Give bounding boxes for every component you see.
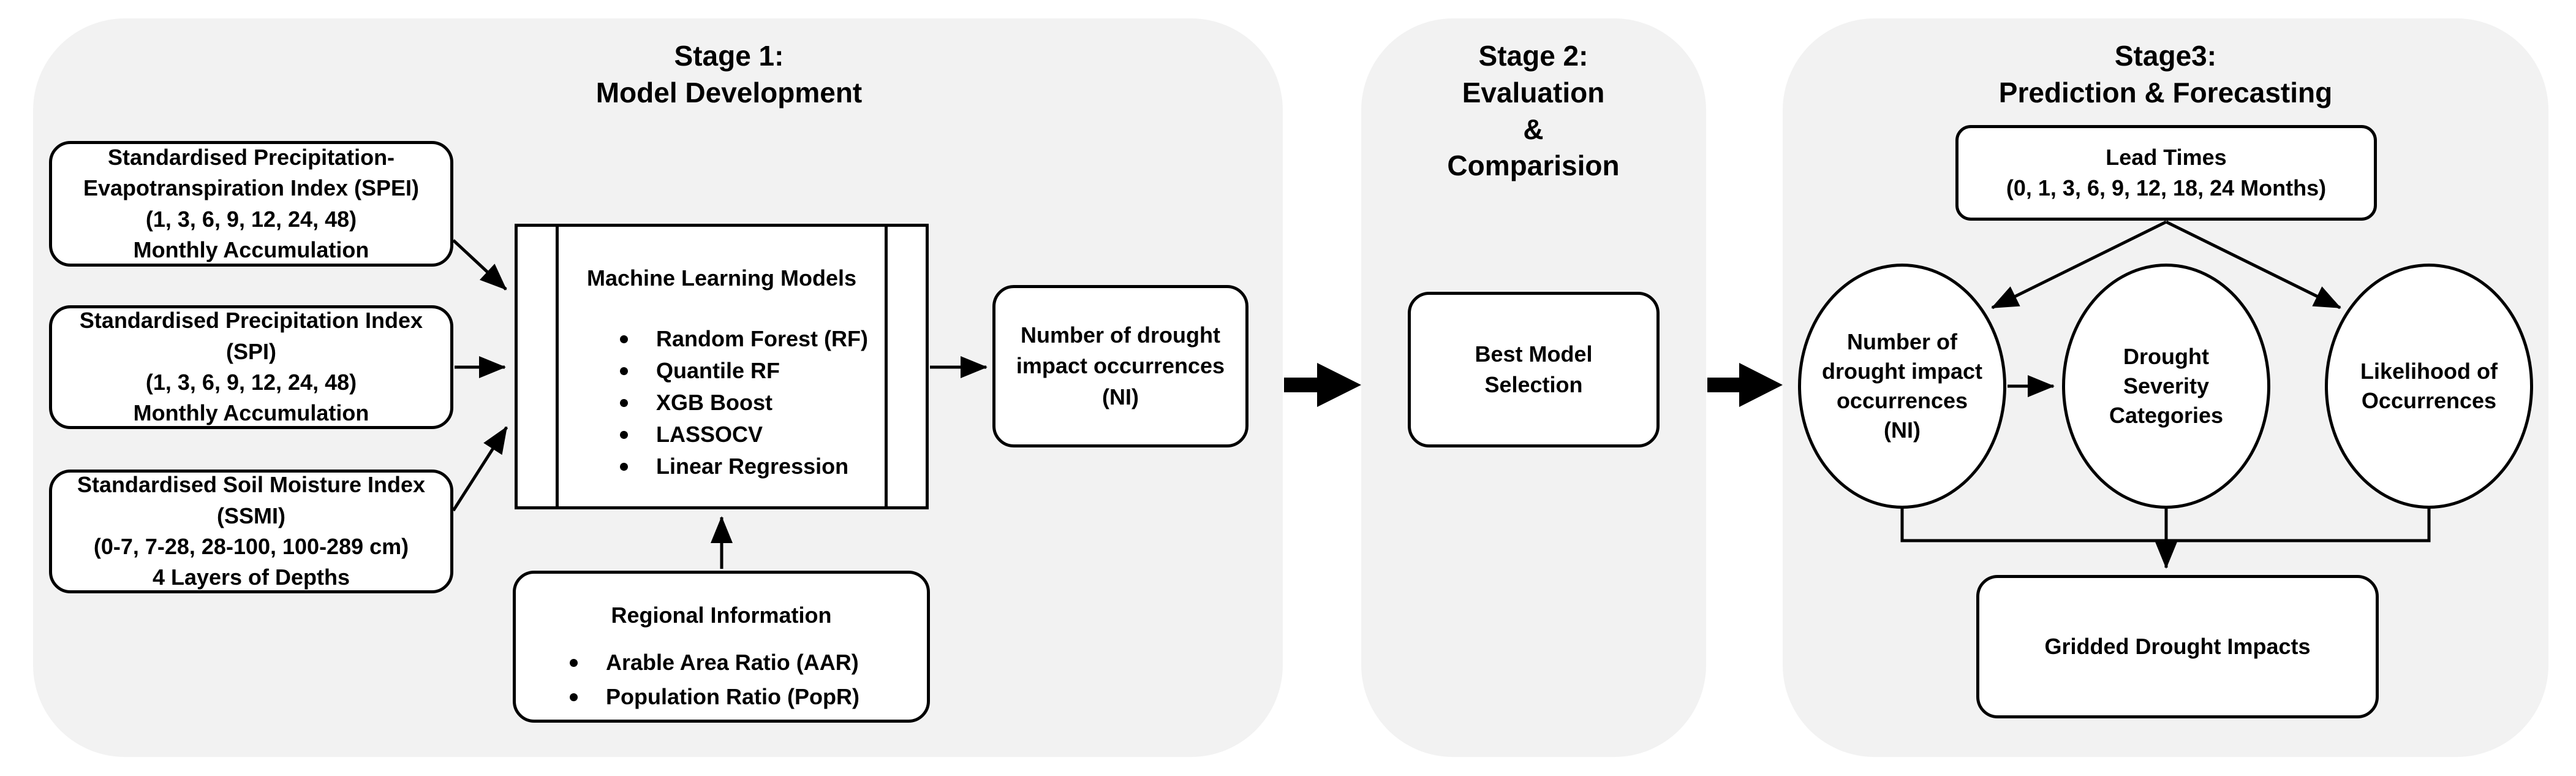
bullet-icon <box>620 398 628 407</box>
spi-line2: (SPI) <box>225 338 276 364</box>
list-item: Population Ratio (PopR) <box>570 680 927 714</box>
bullet-icon <box>570 658 578 667</box>
ni-box-line1: Number of drought <box>1021 322 1220 348</box>
gridded-box-label: Gridded Drought Impacts <box>2044 633 2311 659</box>
stage1-title-line2: Model Development <box>595 76 863 108</box>
stage3-title-line2: Prediction & Forecasting <box>1998 76 2333 108</box>
ni-circle-node: Number of drought impact occurrences (NI… <box>1798 264 2006 509</box>
gridded-drought-impacts-node: Gridded Drought Impacts <box>1976 575 2379 718</box>
ni-circle-line1: Number of <box>1847 329 1957 355</box>
ssmi-line3: (0-7, 7-28, 28-100, 100-289 cm) <box>93 534 409 559</box>
ni-circle-line2: drought impact <box>1822 359 1982 384</box>
spi-input-node: Standardised Precipitation Index (SPI) (… <box>49 305 453 429</box>
bullet-icon <box>620 335 628 343</box>
bullet-icon <box>620 430 628 439</box>
likelihood-circle-line2: Occurrences <box>2361 388 2497 413</box>
arrow-stage1-to-stage2 <box>1284 363 1361 407</box>
regional-item-label: Arable Area Ratio (AAR) <box>606 650 859 675</box>
ml-model-label: Linear Regression <box>656 454 849 479</box>
stage2-title-line4: Comparision <box>1447 150 1620 182</box>
spei-line3: (1, 3, 6, 9, 12, 24, 48) <box>145 206 357 232</box>
ml-box-left-bar <box>556 227 559 506</box>
lead-times-line2: (0, 1, 3, 6, 9, 12, 18, 24 Months) <box>2006 175 2327 200</box>
stage1-title-line1: Stage 1: <box>674 40 784 72</box>
spei-line2: Evapotranspiration Index (SPEI) <box>83 175 420 201</box>
spei-input-node: Standardised Precipitation- Evapotranspi… <box>49 141 453 267</box>
list-item: XGB Boost <box>620 387 885 419</box>
lead-times-line1: Lead Times <box>2106 144 2227 170</box>
stage1-title: Stage 1: Model Development <box>423 38 1035 112</box>
likelihood-circle-line1: Likelihood of <box>2360 359 2498 384</box>
stage3-title-line1: Stage3: <box>2114 40 2217 72</box>
regional-item-label: Population Ratio (PopR) <box>606 684 859 710</box>
severity-circle-line1: Drought <box>2123 344 2209 370</box>
stage2-title-line1: Stage 2: <box>1478 40 1588 72</box>
ni-box-line3: (NI) <box>1102 384 1139 409</box>
list-item: Random Forest (RF) <box>620 323 885 355</box>
spi-line4: Monthly Accumulation <box>133 400 369 426</box>
ssmi-line1: Standardised Soil Moisture Index <box>77 472 426 498</box>
bullet-icon <box>620 462 628 471</box>
regional-box-title: Regional Information <box>611 603 832 628</box>
drought-severity-circle-node: Drought Severity Categories <box>2062 264 2270 509</box>
arrow-stage2-to-stage3 <box>1707 363 1783 407</box>
stage2-title-line3: & <box>1523 113 1544 145</box>
spi-line1: Standardised Precipitation Index <box>79 308 423 333</box>
ni-output-node: Number of drought impact occurrences (NI… <box>992 285 1248 447</box>
severity-circle-line3: Categories <box>2109 402 2224 428</box>
ni-box-line2: impact occurrences <box>1016 353 1225 379</box>
ml-models-list: Random Forest (RF) Quantile RF XGB Boost… <box>559 323 885 482</box>
regional-items-list: Arable Area Ratio (AAR) Population Ratio… <box>516 645 927 714</box>
ssmi-line4: 4 Layers of Depths <box>152 565 350 590</box>
spi-line3: (1, 3, 6, 9, 12, 24, 48) <box>145 370 357 395</box>
ni-circle-line3: occurrences <box>1836 388 1968 413</box>
bullet-icon <box>620 367 628 375</box>
list-item: Linear Regression <box>620 451 885 482</box>
regional-information-node: Regional Information Arable Area Ratio (… <box>513 571 930 723</box>
ml-model-label: Random Forest (RF) <box>656 326 868 352</box>
ml-model-label: LASSOCV <box>656 422 763 447</box>
stage2-title: Stage 2: Evaluation & Comparision <box>1380 38 1686 184</box>
bullet-icon <box>570 693 578 701</box>
likelihood-circle-node: Likelihood of Occurrences <box>2325 264 2533 509</box>
stage3-title: Stage3: Prediction & Forecasting <box>1859 38 2472 112</box>
spei-line4: Monthly Accumulation <box>133 237 369 262</box>
best-model-line1: Best Model <box>1475 341 1593 367</box>
list-item: Quantile RF <box>620 355 885 387</box>
spei-line1: Standardised Precipitation- <box>107 144 395 170</box>
ni-circle-line4: (NI) <box>1884 417 1921 443</box>
ssmi-line2: (SSMI) <box>217 503 285 528</box>
stage2-title-line2: Evaluation <box>1462 76 1605 108</box>
ml-model-label: XGB Boost <box>656 390 773 416</box>
machine-learning-models-node: Machine Learning Models Random Forest (R… <box>515 224 929 509</box>
best-model-selection-node: Best Model Selection <box>1408 292 1660 447</box>
ml-box-content: Machine Learning Models Random Forest (R… <box>559 227 885 506</box>
ssmi-input-node: Standardised Soil Moisture Index (SSMI) … <box>49 470 453 593</box>
list-item: LASSOCV <box>620 419 885 451</box>
ml-box-title: Machine Learning Models <box>586 265 857 291</box>
best-model-line2: Selection <box>1484 372 1583 397</box>
lead-times-node: Lead Times (0, 1, 3, 6, 9, 12, 18, 24 Mo… <box>1955 125 2377 221</box>
list-item: Arable Area Ratio (AAR) <box>570 645 927 680</box>
ml-box-right-bar <box>885 227 888 506</box>
ml-model-label: Quantile RF <box>656 358 780 384</box>
severity-circle-line2: Severity <box>2123 373 2210 399</box>
